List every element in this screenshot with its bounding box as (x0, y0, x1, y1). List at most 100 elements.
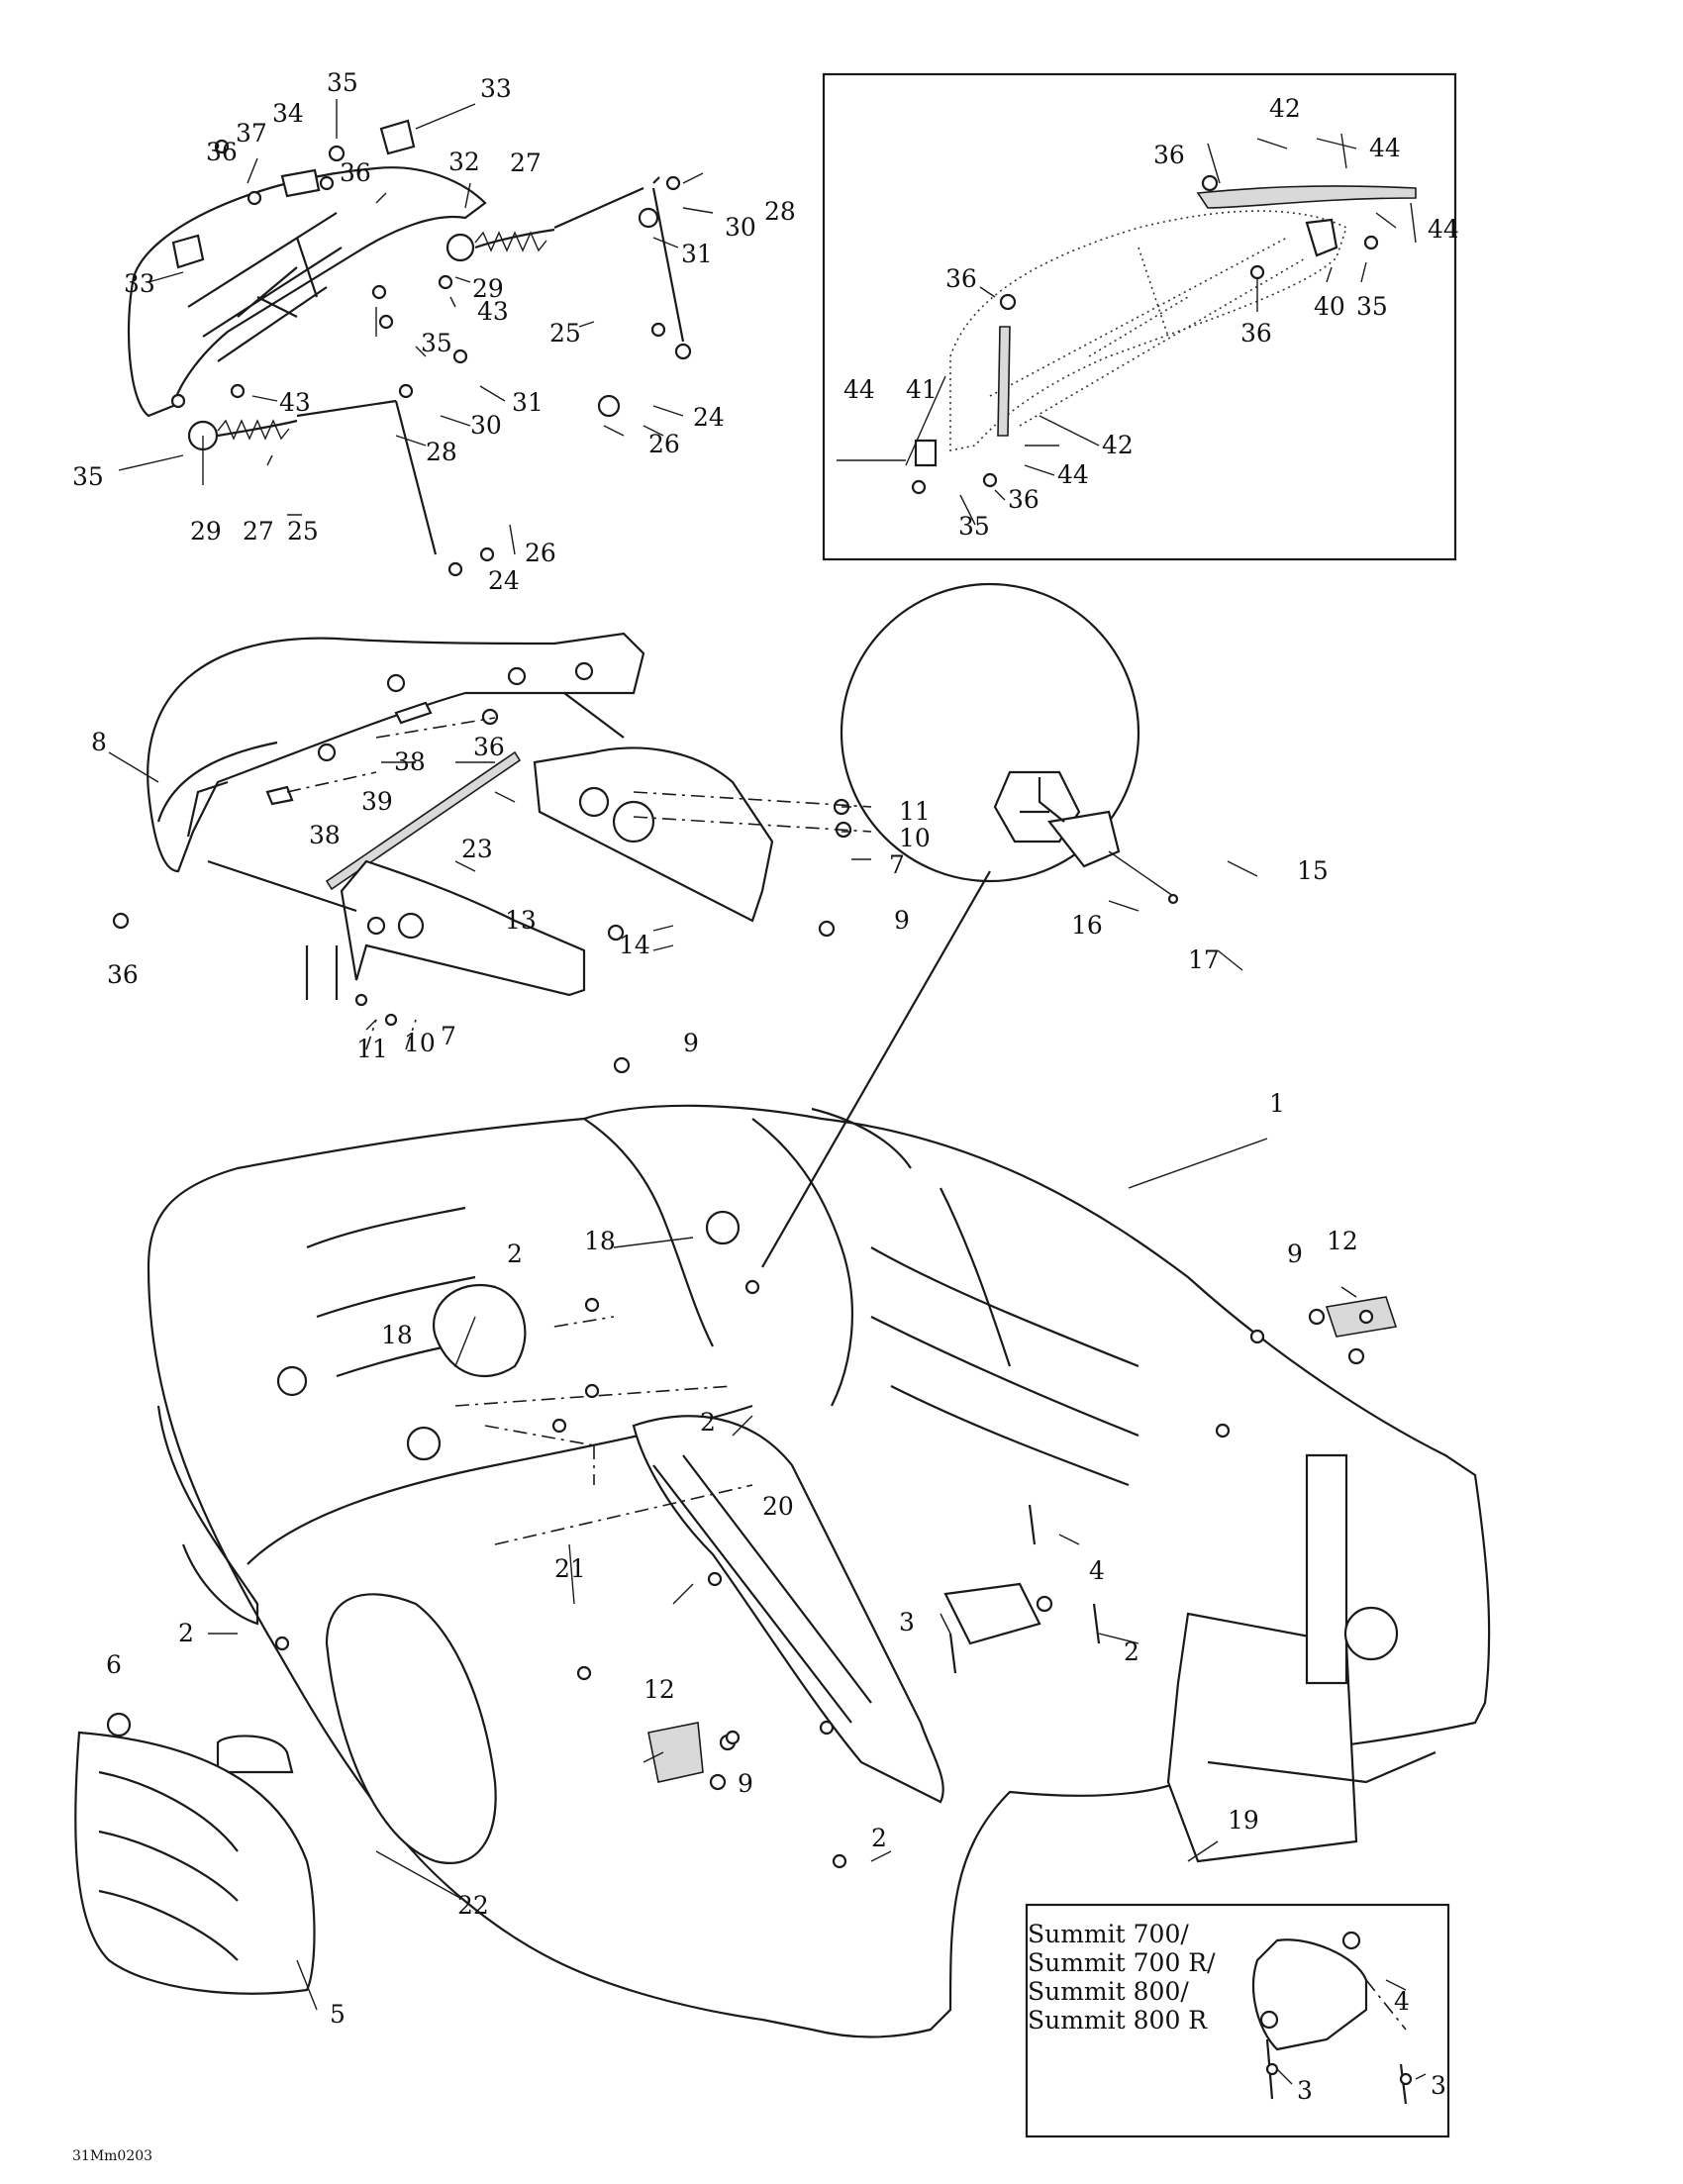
callout-24: 24 (693, 403, 725, 432)
callout-5: 5 (330, 2000, 346, 2029)
callout-17: 17 (1188, 945, 1220, 974)
callout-4: 4 (1089, 1556, 1105, 1585)
callout-36: 36 (945, 264, 977, 293)
callout-16: 16 (1071, 911, 1103, 940)
callout-35: 35 (327, 68, 358, 97)
callout-35: 35 (958, 512, 990, 541)
callout-18: 18 (381, 1321, 413, 1349)
callout-25: 25 (549, 319, 581, 347)
model-note-line: Summit 700/ (1028, 1920, 1189, 1948)
callout-7: 7 (889, 850, 905, 879)
callout-10: 10 (404, 1029, 436, 1057)
callout-6: 6 (106, 1650, 122, 1679)
callout-21: 21 (554, 1554, 586, 1583)
callout-15: 15 (1297, 856, 1329, 885)
callout-42: 42 (1269, 94, 1301, 123)
callout-25: 25 (287, 517, 319, 546)
upper-frame-inset (822, 72, 1457, 561)
callout-3: 3 (899, 1608, 915, 1637)
callout-29: 29 (472, 274, 504, 303)
callout-36: 36 (340, 158, 371, 187)
callout-33: 33 (480, 74, 512, 103)
callout-labels: 35 33 36 37 34 36 32 27 28 30 31 29 43 3… (72, 68, 1459, 2105)
callout-12: 12 (1327, 1227, 1358, 1255)
callout-31: 31 (681, 240, 713, 268)
callout-36: 36 (1240, 319, 1272, 347)
callout-3: 3 (1297, 2076, 1313, 2105)
callout-31: 31 (512, 388, 544, 417)
callout-32: 32 (448, 148, 480, 176)
callout-40: 40 (1314, 292, 1345, 321)
callout-44: 44 (1057, 460, 1089, 489)
callout-26: 26 (648, 430, 680, 458)
callout-2: 2 (178, 1619, 194, 1647)
detail-circle (840, 582, 1179, 905)
front-bumper-assembly (127, 119, 692, 577)
callout-38: 38 (309, 821, 341, 849)
callout-36: 36 (1153, 141, 1185, 169)
callout-33: 33 (124, 269, 155, 298)
callout-30: 30 (725, 213, 756, 242)
model-note: Summit 700/ Summit 700 R/ Summit 800/ Su… (1028, 1920, 1216, 2035)
callout-44: 44 (1428, 215, 1459, 244)
callout-2: 2 (1124, 1638, 1139, 1666)
callout-28: 28 (764, 197, 796, 226)
callout-14: 14 (619, 931, 650, 959)
callout-24: 24 (488, 566, 520, 595)
callout-44: 44 (1369, 134, 1401, 162)
callout-4: 4 (1394, 1987, 1410, 2016)
belly-pan (74, 870, 1491, 2038)
callout-9: 9 (1287, 1240, 1303, 1268)
callout-34: 34 (272, 99, 304, 128)
callout-1: 1 (1269, 1089, 1285, 1118)
callout-20: 20 (762, 1492, 794, 1521)
callout-29: 29 (190, 517, 222, 546)
callout-27: 27 (243, 517, 274, 546)
callout-11: 11 (356, 1035, 388, 1063)
callout-36: 36 (107, 960, 139, 989)
callout-9: 9 (683, 1029, 699, 1057)
callout-2: 2 (507, 1240, 523, 1268)
figure-code: 31Mm0203 (72, 2148, 152, 2164)
model-note-line: Summit 700 R/ (1028, 1948, 1216, 1977)
callout-36: 36 (473, 733, 505, 761)
callout-7: 7 (441, 1022, 456, 1050)
callout-3: 3 (1431, 2071, 1446, 2100)
model-note-line: Summit 800 R (1028, 2006, 1208, 2035)
callout-11: 11 (899, 797, 931, 826)
callout-43: 43 (477, 297, 509, 326)
callout-42: 42 (1102, 431, 1134, 459)
callout-18: 18 (584, 1227, 616, 1255)
leader-lines (108, 99, 1427, 2085)
callout-2: 2 (700, 1408, 716, 1437)
callout-19: 19 (1228, 1806, 1259, 1835)
callout-10: 10 (899, 824, 931, 852)
callout-43: 43 (279, 388, 311, 417)
callout-26: 26 (525, 539, 556, 567)
callout-8: 8 (91, 728, 107, 756)
callout-28: 28 (426, 438, 457, 466)
rear-bumper-brackets (112, 632, 872, 1074)
model-note-line: Summit 800/ (1028, 1977, 1189, 2006)
callout-44: 44 (843, 375, 875, 404)
callout-27: 27 (510, 149, 542, 177)
callout-38: 38 (394, 747, 426, 776)
callout-13: 13 (505, 906, 537, 935)
callout-22: 22 (457, 1891, 489, 1920)
callout-12: 12 (644, 1675, 675, 1704)
callout-35: 35 (72, 462, 104, 491)
callout-36: 36 (1008, 485, 1040, 514)
summit-bracket-inset (1025, 1903, 1450, 2138)
callout-39: 39 (361, 787, 393, 816)
callout-35: 35 (421, 329, 452, 357)
callout-37: 37 (236, 119, 267, 148)
callout-9: 9 (738, 1769, 753, 1798)
callout-9: 9 (894, 906, 910, 935)
callout-35: 35 (1356, 292, 1388, 321)
callout-30: 30 (470, 411, 502, 440)
callout-41: 41 (906, 375, 938, 404)
callout-36: 36 (206, 138, 238, 166)
callout-2: 2 (871, 1824, 887, 1852)
callout-23: 23 (461, 835, 493, 863)
